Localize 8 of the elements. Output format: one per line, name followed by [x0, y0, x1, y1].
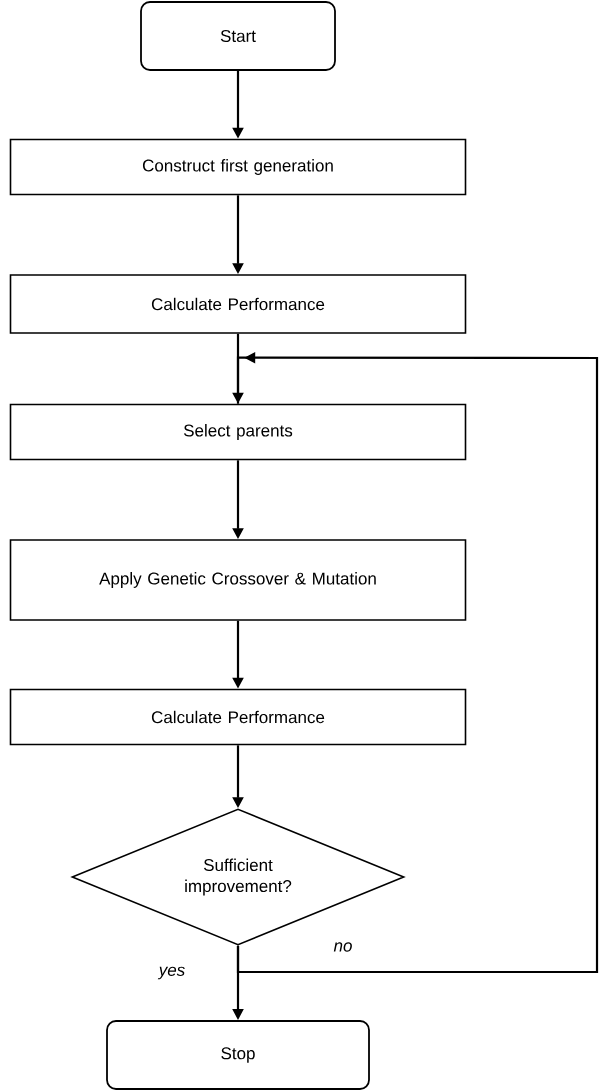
process-box: Calculate Performance [9, 688, 467, 746]
process-box: Calculate Performance [9, 274, 467, 334]
terminal-box: Stop [106, 1020, 370, 1090]
process-box: Select parents [9, 403, 467, 461]
process-box: Construct first generation [9, 138, 467, 196]
terminal-box: Start [140, 1, 336, 71]
process-box: Apply Genetic Crossover & Mutation [9, 539, 467, 621]
edge-label: yes [157, 965, 187, 981]
